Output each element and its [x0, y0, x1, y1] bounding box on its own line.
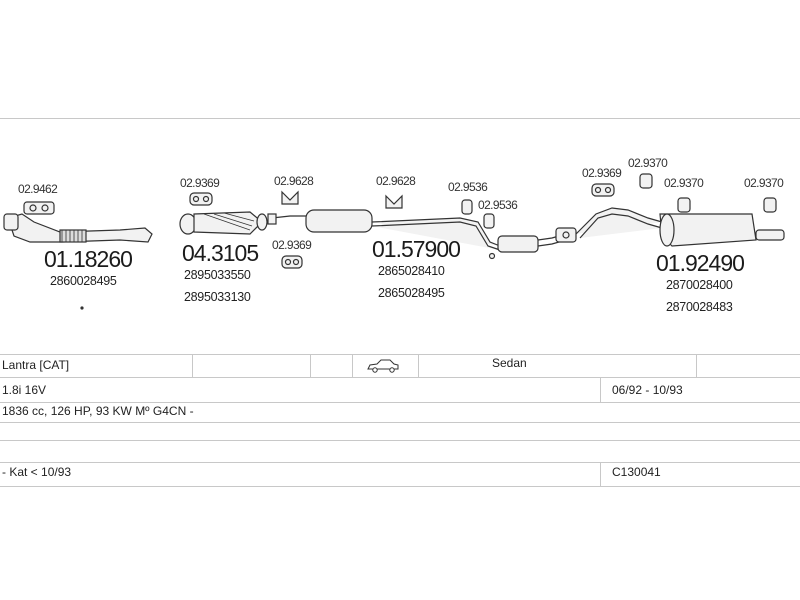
- mid-hanger-2-label: 02.9536: [448, 180, 488, 194]
- mid-hanger-icon: [385, 194, 403, 209]
- sedan-car-icon: [367, 359, 399, 373]
- mid-oem-2: 2865028495: [378, 286, 445, 300]
- rear-flange-icon: [555, 227, 577, 243]
- rear-hanger-1-icon: [591, 183, 615, 197]
- table-row: 1.8i 16V 06/92 - 10/93: [0, 377, 800, 403]
- rear-hanger-2-label: 02.9370: [628, 156, 668, 170]
- front-pipe-oem: 2860028495: [50, 274, 117, 288]
- cat-code: 04.3105: [182, 240, 259, 266]
- table-row: - Kat < 10/93 C130041: [0, 462, 800, 487]
- top-border: [0, 118, 800, 119]
- vehicle-note: - Kat < 10/93: [2, 465, 72, 479]
- cat-hanger-rear-icon: [281, 190, 299, 205]
- cat-hanger-bottom-label: 02.9369: [272, 238, 312, 252]
- rear-hanger-3-label: 02.9370: [664, 176, 704, 190]
- rear-hanger-4-label: 02.9370: [744, 176, 784, 190]
- vehicle-ref: C130041: [612, 465, 661, 479]
- rear-hanger-1-label: 02.9369: [582, 166, 622, 180]
- table-row: 1836 cc, 126 HP, 93 KW Mº G4CN -: [0, 402, 800, 423]
- rear-hanger-3-icon: [677, 197, 691, 213]
- table-row: Lantra [CAT] Sedan: [0, 354, 800, 378]
- cat-hanger-top-icon: [189, 192, 213, 206]
- mid-hanger-2-icon: [461, 199, 473, 215]
- cat-hanger-rear-label: 02.9628: [274, 174, 314, 188]
- rear-hanger-4-icon: [763, 197, 777, 213]
- rear-oem-2: 2870028483: [666, 300, 733, 314]
- front-pipe-code: 01.18260: [44, 246, 133, 272]
- mid-hanger-3-icon: [483, 213, 495, 229]
- cat-hanger-top-label: 02.9369: [180, 176, 220, 190]
- cat-oem-2: 2895033130: [184, 290, 251, 304]
- mid-oem-1: 2865028410: [378, 264, 445, 278]
- table-row: [0, 422, 800, 441]
- exhaust-parts-drawing: [3, 173, 785, 310]
- vehicle-spec: 1836 cc, 126 HP, 93 KW Mº G4CN -: [2, 404, 194, 418]
- middle-section-icon: [267, 209, 567, 260]
- vehicle-engine: 1.8i 16V: [2, 383, 47, 397]
- cat-oem-1: 2895033550: [184, 268, 251, 282]
- mid-hanger-3-label: 02.9536: [478, 198, 518, 212]
- front-pipe-icon: [3, 213, 153, 310]
- vehicle-years: 06/92 - 10/93: [612, 383, 683, 397]
- gasket-front-icon: [23, 201, 55, 215]
- gasket-front-label: 02.9462: [18, 182, 58, 196]
- table-row: [0, 440, 800, 463]
- vehicle-body: Sedan: [492, 356, 527, 370]
- vehicle-model: Lantra [CAT]: [2, 358, 70, 372]
- mid-hanger-label: 02.9628: [376, 174, 416, 188]
- rear-muffler-icon: [575, 207, 785, 247]
- rear-hanger-2-icon: [639, 173, 653, 189]
- cat-hanger-bottom-icon: [281, 255, 303, 269]
- catalytic-converter-icon: [179, 211, 268, 235]
- rear-code: 01.92490: [656, 250, 745, 276]
- exhaust-diagram: 02.9462 01.18260 2860028495 02.9369 02.9…: [0, 118, 800, 354]
- diagram-bottom-border: [0, 354, 800, 355]
- mid-code: 01.57900: [372, 236, 461, 262]
- rear-oem-1: 2870028400: [666, 278, 733, 292]
